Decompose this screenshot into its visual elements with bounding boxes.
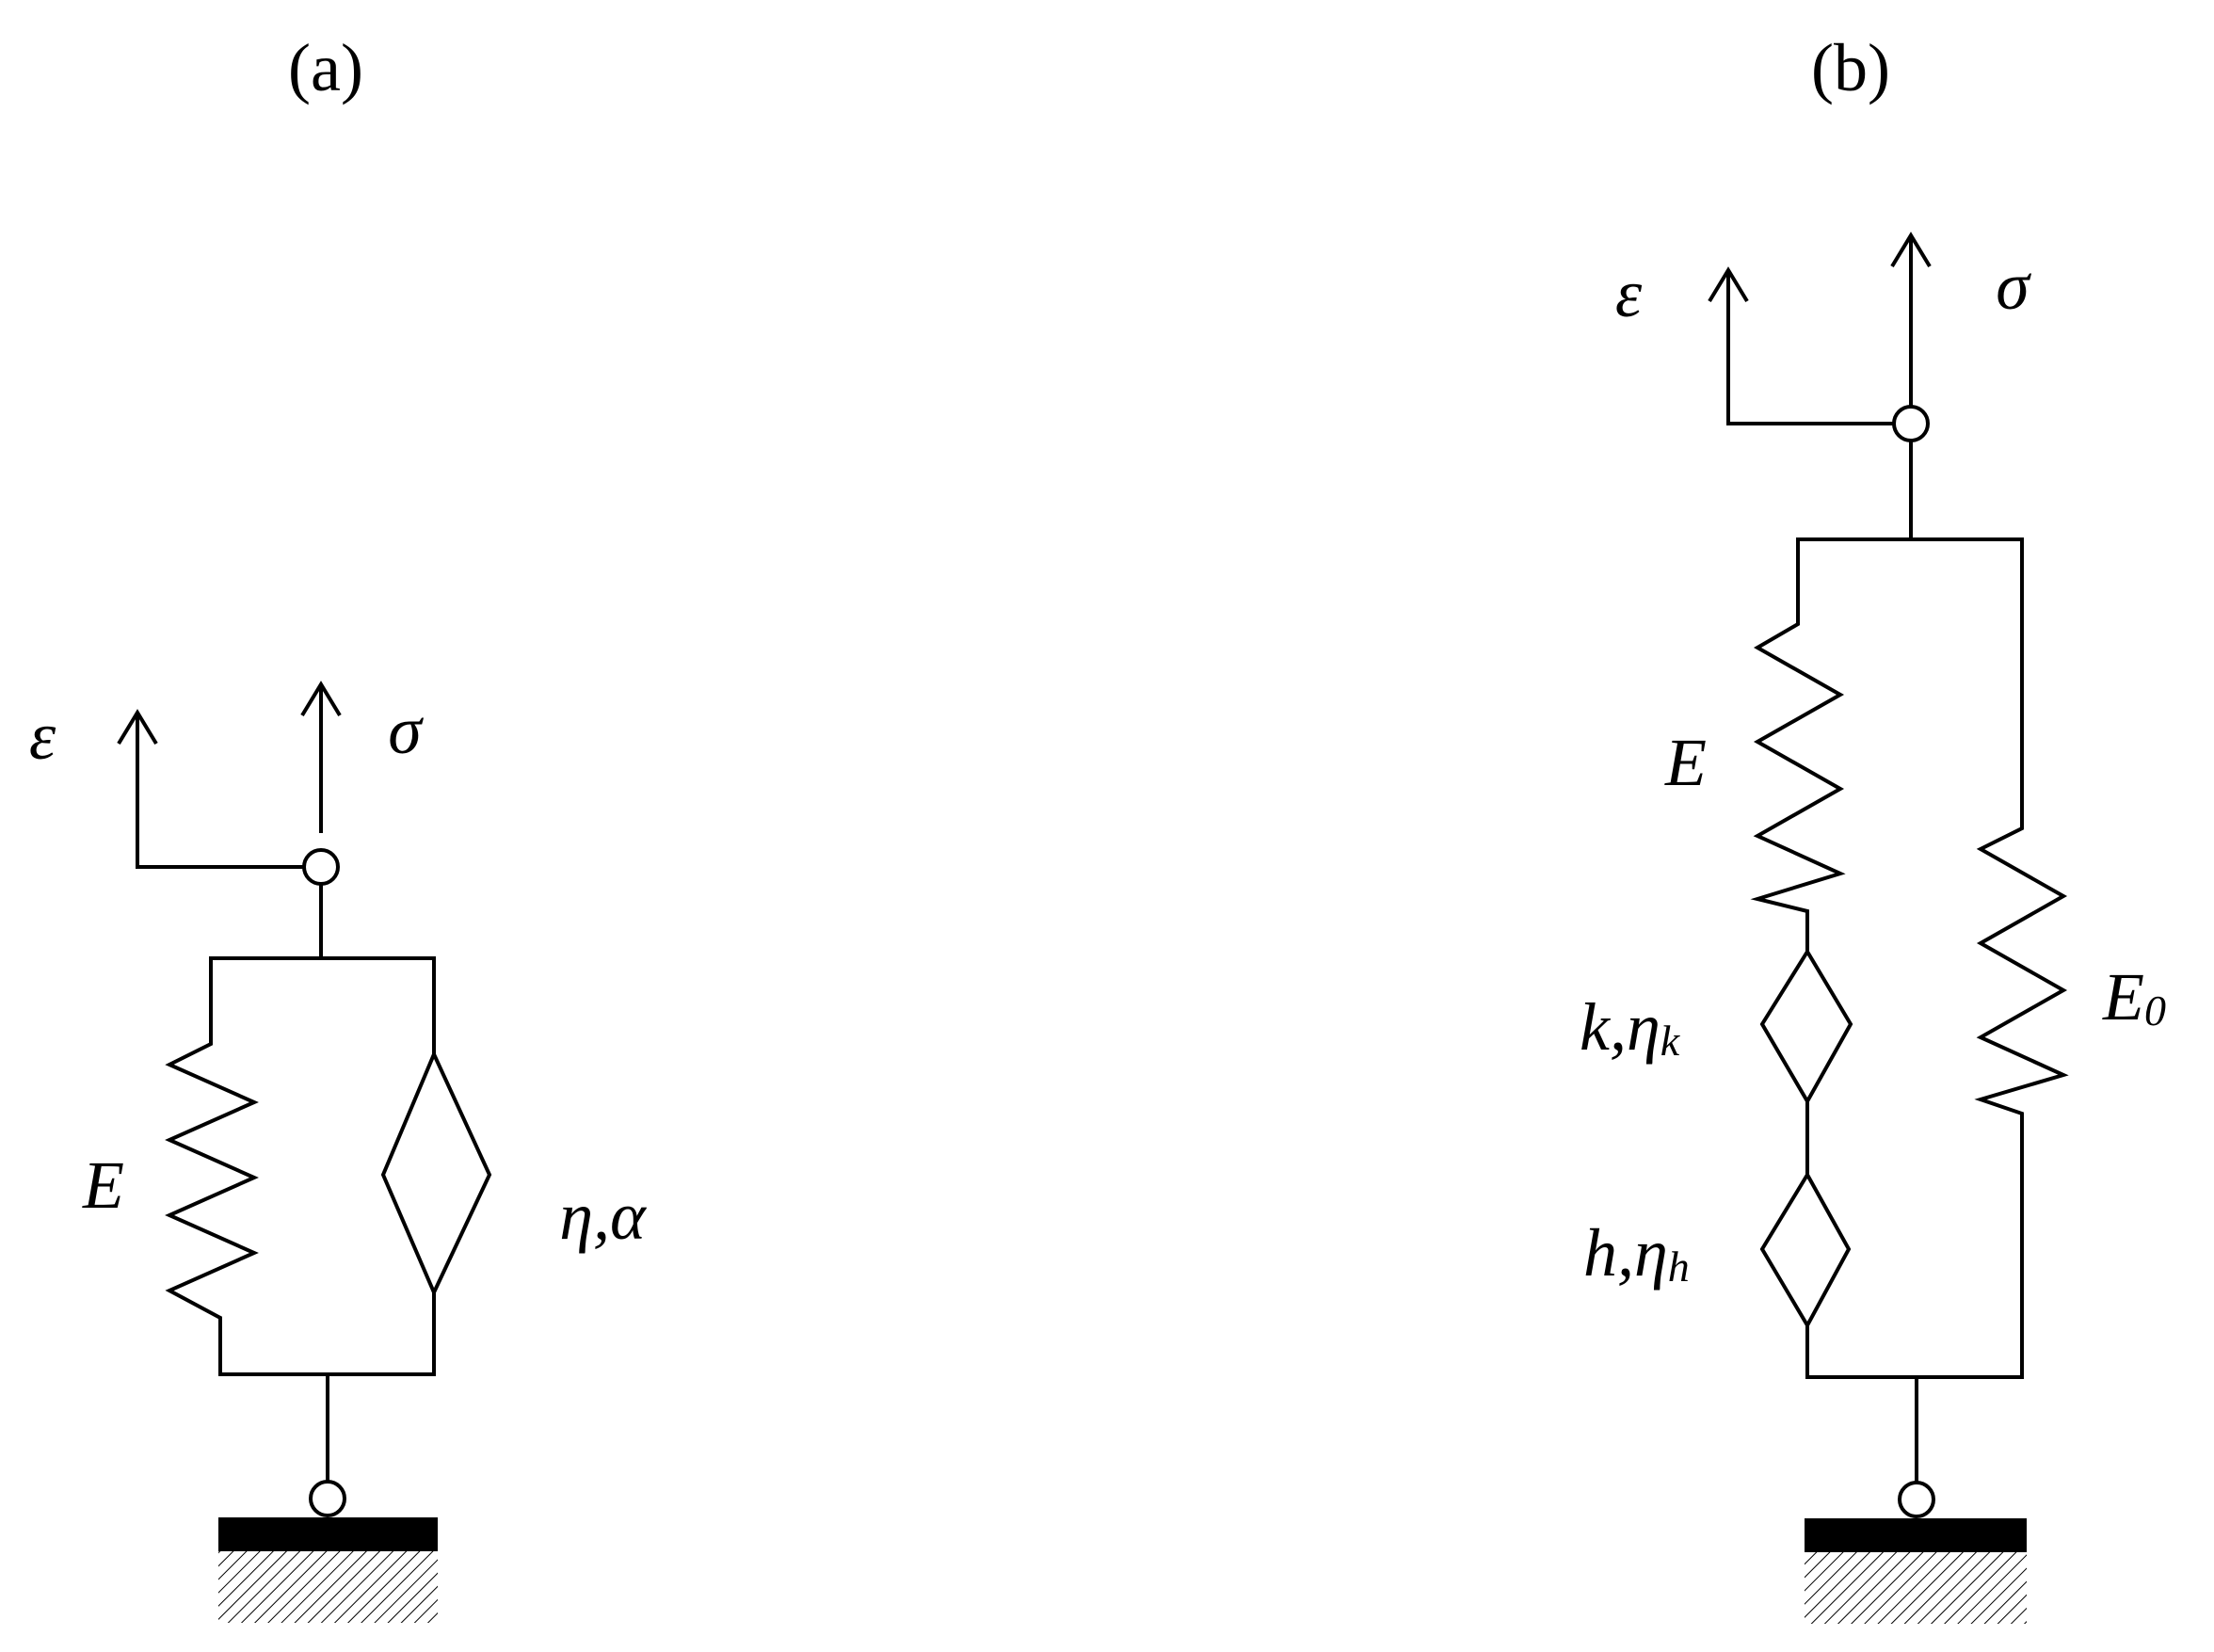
panel-a-caption: (a) xyxy=(288,30,363,105)
panel-a-top-node xyxy=(302,848,340,886)
panel-b-element-k-sub: k xyxy=(1660,1017,1681,1065)
panel-b-element-h-main: h,η xyxy=(1583,1215,1668,1291)
panel-b-element-h-sub: h xyxy=(1668,1243,1690,1291)
panel-b-stress-arrow xyxy=(1890,232,1932,407)
panel-a-element-label: η,α xyxy=(559,1179,647,1254)
panel-b-element-h-label: h,ηh xyxy=(1583,1215,1690,1291)
panel-b-element-h xyxy=(1759,1171,1917,1379)
panel-a-stress-symbol: σ xyxy=(388,693,424,768)
panel-b-strain-symbol: ε xyxy=(1615,256,1643,331)
panel-b-element-k xyxy=(1759,948,1853,1175)
panel-b-ground-support xyxy=(1805,1518,2027,1624)
panel-b-spring0-label: E0 xyxy=(2102,959,2166,1035)
panel-b-caption: (b) xyxy=(1811,30,1890,105)
panel-b-element-k-label: k,ηk xyxy=(1580,989,1681,1065)
panel-a-spring-label: E xyxy=(82,1147,124,1223)
panel-b-stress-symbol: σ xyxy=(1996,249,2031,324)
panel-a-stress-arrow xyxy=(300,681,342,833)
panel-a-strain-arrow xyxy=(117,709,308,869)
panel-b-top-node xyxy=(1892,405,1930,442)
panel-b-strain-arrow xyxy=(1708,266,1894,425)
panel-a-ground-support xyxy=(218,1517,438,1623)
panel-a-spring-E xyxy=(165,956,328,1376)
panel-a-strain-symbol: ε xyxy=(29,698,56,774)
panel-a-bottom-node xyxy=(309,1480,346,1517)
panel-b-spring-E xyxy=(1750,537,1911,952)
panel-a: (a) ε σ E η,α xyxy=(29,30,647,1623)
panel-a-viscous-element xyxy=(321,956,492,1376)
panel-b-spring0-sub: 0 xyxy=(2144,986,2166,1035)
panel-b-spring0-main: E xyxy=(2102,959,2144,1035)
panel-b: (b) ε σ E k,ηk xyxy=(1580,30,2166,1624)
panel-b-spring-label: E xyxy=(1664,725,1707,800)
panel-b-spring-E0 xyxy=(1911,537,2069,1379)
panel-b-element-k-main: k,η xyxy=(1580,989,1660,1065)
panel-b-bottom-node xyxy=(1898,1481,1935,1518)
